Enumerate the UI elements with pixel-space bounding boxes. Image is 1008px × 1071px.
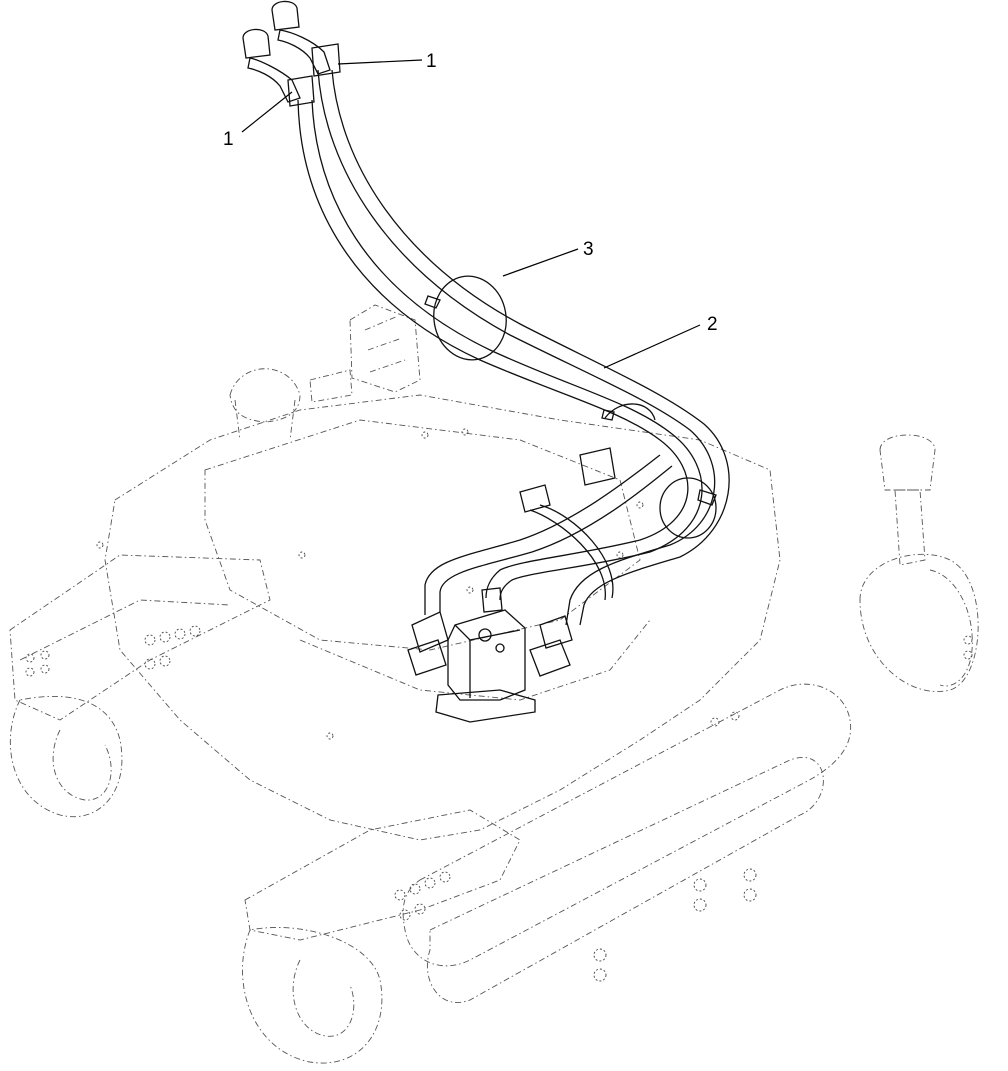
hydraulic-hose-pair [242, 0, 730, 626]
leader-callout-1-lower [241, 91, 293, 133]
hose-end-fitting-left [242, 28, 315, 107]
cable-tie-lower [659, 477, 717, 539]
callouts: 1 1 3 2 [223, 51, 718, 335]
callout-3: 3 [583, 239, 594, 260]
cable-tie-motor [529, 504, 614, 601]
hose-end-fitting-right [271, 0, 341, 77]
leader-callout-1-upper [337, 59, 423, 65]
cable-tie-upper [424, 275, 507, 361]
leader-callout-2 [603, 324, 701, 369]
hydraulic-motor [407, 587, 573, 723]
cable-tie-middle [601, 403, 656, 421]
callout-1-lower: 1 [223, 129, 234, 150]
mower-deck-phantom [9, 304, 979, 1064]
leader-callout-3 [502, 248, 579, 277]
callout-2: 2 [707, 314, 718, 335]
callout-1-upper: 1 [426, 51, 437, 72]
leader-lines [241, 59, 701, 369]
